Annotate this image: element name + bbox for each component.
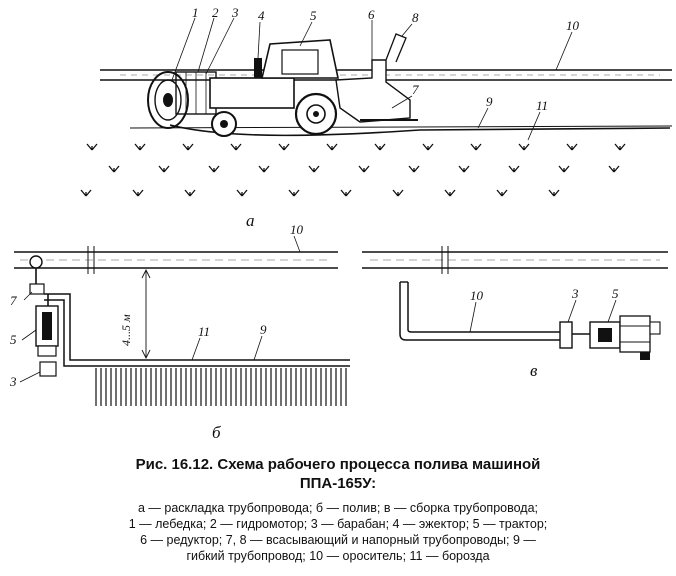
sublabel-v: в	[530, 361, 538, 380]
crop-plant	[134, 143, 146, 151]
panel-b-watering: 4...5 м 10 7 5 3 11 9 б	[9, 222, 350, 442]
label-10-b: 10	[290, 222, 304, 237]
crop-plant	[374, 143, 386, 151]
crop-plant	[86, 143, 98, 151]
leader-lines-v	[469, 299, 617, 333]
height-dimension: 4...5 м	[119, 268, 151, 360]
label-7-b: 7	[10, 293, 17, 308]
crop-plant	[548, 189, 560, 197]
crop-plant	[80, 189, 92, 197]
label-2: 2	[212, 5, 219, 20]
crop-plant	[566, 143, 578, 151]
label-4: 4	[258, 8, 265, 23]
legend-line-3: 6 — редуктор; 7, 8 — всасывающий и напор…	[140, 533, 536, 547]
label-9: 9	[486, 94, 493, 109]
sprinkler-pipe-10-b	[14, 246, 338, 274]
crop-plant	[614, 143, 626, 151]
label-8: 8	[412, 10, 419, 25]
crop-plant	[470, 143, 482, 151]
sublabel-b: б	[212, 423, 221, 442]
label-5-v: 5	[612, 286, 619, 301]
crop-plant	[458, 165, 470, 173]
leader-lines-a	[171, 17, 573, 141]
panel-v-assembly: 10 3 5 в	[362, 246, 668, 380]
crop-plant	[444, 189, 456, 197]
sprinkler-pipe-10-v	[362, 246, 668, 274]
crop-plant	[558, 165, 570, 173]
legend-line-1: а — раскладка трубопровода; б — полив; в…	[137, 501, 539, 515]
label-3-v: 3	[571, 286, 579, 301]
label-3: 3	[231, 5, 239, 20]
crop-plant	[288, 189, 300, 197]
caption-title-line-1: Рис. 16.12. Схема рабочего процесса поли…	[135, 456, 541, 473]
crop-plant	[326, 143, 338, 151]
label-3-b: 3	[9, 374, 17, 389]
tractor-with-reel	[147, 33, 418, 137]
legend-line-2: 1 — лебедка; 2 — гидромотор; 3 — барабан…	[128, 517, 548, 531]
crop-plant	[258, 165, 270, 173]
crop-plant	[340, 189, 352, 197]
crop-plant	[358, 165, 370, 173]
label-7: 7	[412, 82, 419, 97]
crop-plant	[108, 165, 120, 173]
height-label: 4...5 м	[119, 314, 133, 346]
pump-unit-b	[35, 294, 59, 377]
sublabel-a: а	[246, 211, 255, 230]
crop-plant	[496, 189, 508, 197]
figure-legend: а — раскладка трубопровода; б — полив; в…	[14, 500, 662, 564]
figure-caption-title: Рис. 16.12. Схема рабочего процесса поли…	[0, 455, 676, 493]
label-6: 6	[368, 7, 375, 22]
label-9-b: 9	[260, 322, 267, 337]
crop-plant	[392, 189, 404, 197]
label-10: 10	[566, 18, 580, 33]
crop-plant	[278, 143, 290, 151]
crop-plant	[422, 143, 434, 151]
label-5-b: 5	[10, 332, 17, 347]
crop-plants	[80, 143, 626, 197]
crop-plant	[132, 189, 144, 197]
crop-plant	[236, 189, 248, 197]
label-10-v: 10	[470, 288, 484, 303]
crop-plant	[208, 165, 220, 173]
crop-plant	[182, 143, 194, 151]
furrows-11	[95, 368, 347, 406]
label-11-b: 11	[198, 324, 210, 339]
crop-plant	[230, 143, 242, 151]
crop-plant	[518, 143, 530, 151]
crop-plant	[158, 165, 170, 173]
label-5: 5	[310, 8, 317, 23]
crop-plant	[608, 165, 620, 173]
panel-a-pipeline-laying: 1 2 3 4 5 6 8 10 7 9 11 а	[80, 5, 673, 230]
irrigation-process-figure: 1 2 3 4 5 6 8 10 7 9 11 а	[9, 5, 673, 442]
crop-plant	[184, 189, 196, 197]
legend-line-4: гибкий трубопровод; 10 — ороситель; 11 —…	[186, 549, 490, 563]
collector-unit-v	[559, 315, 661, 360]
label-1: 1	[192, 5, 199, 20]
leader-lines-b	[19, 235, 301, 383]
label-11: 11	[536, 98, 548, 113]
crop-plant	[408, 165, 420, 173]
caption-title-line-2: ППА-165У:	[299, 475, 377, 492]
crop-plant	[308, 165, 320, 173]
flexible-pipe-9	[169, 124, 671, 137]
crop-plant	[508, 165, 520, 173]
